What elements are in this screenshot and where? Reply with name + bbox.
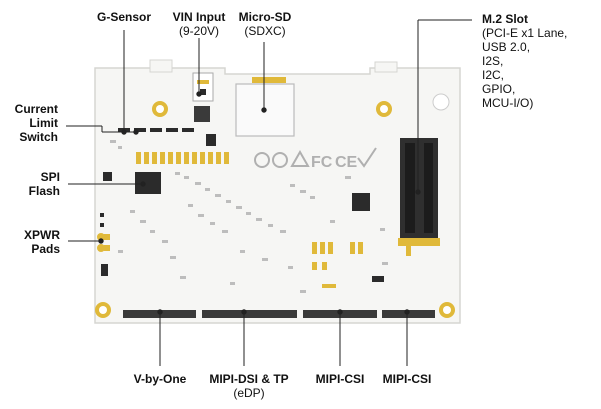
mounting-holes: [95, 93, 455, 318]
label-v-by-one: V-by-One: [134, 372, 187, 386]
bottom-connectors: [123, 310, 435, 318]
mounting-hole: [439, 302, 455, 318]
label-title: MIPI-CSI: [315, 372, 365, 386]
label-spi-flash: SPI Flash: [29, 170, 60, 198]
mounting-hole: [432, 93, 450, 111]
label-title: Micro-SD: [238, 10, 292, 24]
label-vin-input: VIN Input (9-20V): [173, 10, 226, 38]
label-line: I2C,: [482, 68, 505, 82]
mipi-dsi-connector: [202, 310, 297, 318]
label-title: MIPI-CSI: [382, 372, 432, 386]
label-line: Flash: [28, 184, 60, 198]
svg-text:FC: FC: [311, 154, 333, 171]
small-chip: [372, 276, 384, 282]
label-line: (PCI-E x1 Lane,: [482, 26, 568, 40]
label-title: G-Sensor: [96, 10, 152, 24]
svg-text:CE: CE: [335, 154, 358, 171]
label-line: MCU-I/O): [482, 96, 534, 110]
label-title: M.2 Slot: [482, 12, 529, 26]
label-title: V-by-One: [133, 372, 187, 386]
xpwr-pads: [97, 213, 110, 276]
mounting-hole: [376, 101, 392, 117]
gold-pad-row: [136, 152, 229, 164]
label-line: I2S,: [482, 54, 504, 68]
m2-slot-connector: [398, 138, 440, 246]
label-line: Limit: [29, 116, 58, 130]
g-sensor-chip: [103, 172, 112, 181]
label-line: GPIO,: [482, 82, 516, 96]
label-line: XPWR: [24, 228, 60, 242]
label-micro-sd: Micro-SD (SDXC): [239, 10, 292, 38]
label-m2-slot: M.2 Slot (PCI-E x1 Lane, USB 2.0, I2S, I…: [482, 12, 567, 110]
label-line: SPI: [40, 170, 60, 184]
label-subtitle: (9-20V): [178, 24, 220, 38]
label-mipi-csi-1: MIPI-CSI: [316, 372, 365, 386]
label-current-limit-switch: Current Limit Switch: [15, 102, 58, 144]
spi-flash-chip: [135, 172, 161, 194]
label-g-sensor: G-Sensor: [97, 10, 151, 24]
gold-pad-cluster: [312, 242, 411, 288]
mounting-hole: [152, 101, 168, 117]
label-line: Pads: [31, 242, 60, 256]
label-xpwr-pads: XPWR Pads: [24, 228, 60, 256]
label-line: Current: [14, 102, 58, 116]
label-subtitle: (eDP): [233, 386, 265, 400]
label-title: MIPI-DSI & TP: [209, 372, 289, 386]
mounting-hole: [95, 302, 111, 318]
label-title: VIN Input: [172, 10, 226, 24]
certification-marks: FC CE: [254, 147, 377, 171]
small-components: [110, 140, 388, 293]
label-mipi-csi-2: MIPI-CSI: [383, 372, 432, 386]
label-mipi-dsi-tp: MIPI-DSI & TP (eDP): [209, 372, 288, 400]
leader-lines: [66, 19, 472, 366]
current-limit-switch: [118, 128, 194, 132]
mcu-chip: [352, 193, 370, 211]
label-line: Switch: [19, 130, 58, 144]
label-line: USB 2.0,: [482, 40, 531, 54]
label-subtitle: (SDXC): [244, 24, 286, 38]
micro-sd-slot: [235, 77, 295, 137]
